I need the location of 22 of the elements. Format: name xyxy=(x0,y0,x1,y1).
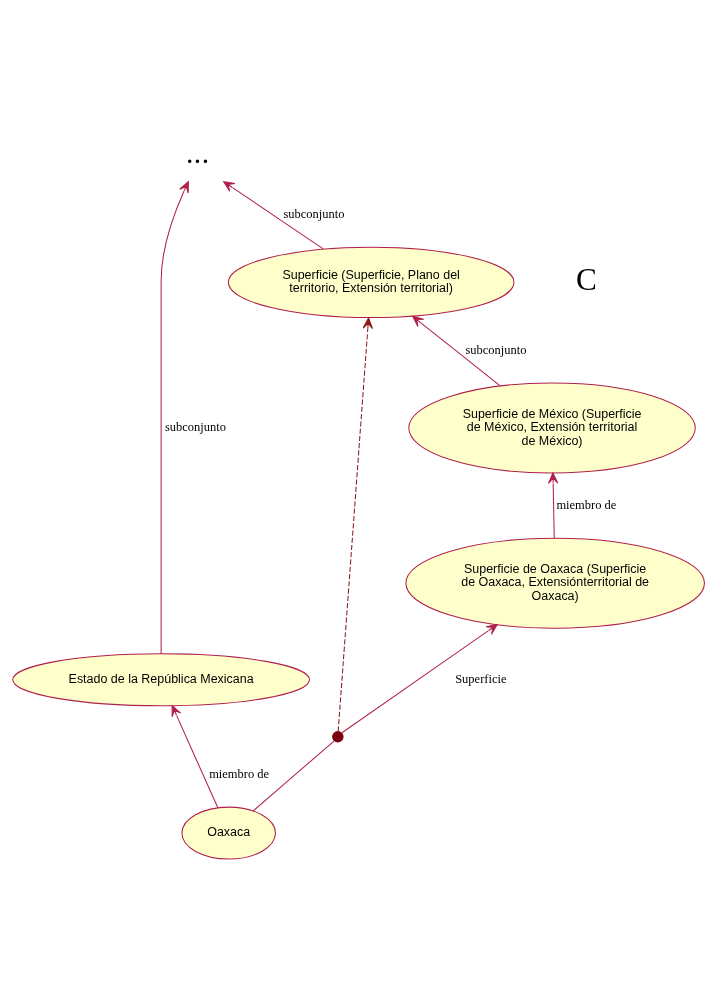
node-ellipse: Estado de la República Mexicana xyxy=(12,652,310,706)
connector xyxy=(252,739,335,811)
node-ellipse: Oaxaca xyxy=(181,806,276,860)
arrow xyxy=(223,180,324,249)
node-ellipse: Superficie de México (Superficie de México, Extensión territorial de México) xyxy=(408,382,696,473)
arrow xyxy=(160,180,189,654)
arrow xyxy=(412,315,501,386)
node-circle xyxy=(332,730,344,742)
label: C xyxy=(575,261,597,297)
edge-label: subconjunto xyxy=(465,342,527,357)
node-text: • • • xyxy=(187,154,208,169)
node-ellipse: Superficie de Oaxaca (Superficie de Oaxaca, Extensiónterritorial de Oaxaca) xyxy=(405,537,705,629)
arrow xyxy=(337,316,373,732)
edge-label: subconjunto xyxy=(283,206,345,221)
arrow xyxy=(547,471,559,539)
arrow xyxy=(341,623,498,734)
node-ellipse: Superficie (Superficie, Plano del territorio, Extensión territorial) xyxy=(227,246,515,318)
edge-label: miembro de xyxy=(556,497,617,512)
arrow xyxy=(171,704,219,808)
edge-label: Superficie xyxy=(455,671,507,686)
edge-label: miembro de xyxy=(209,766,270,781)
edge-label: subconjunto xyxy=(164,419,226,434)
